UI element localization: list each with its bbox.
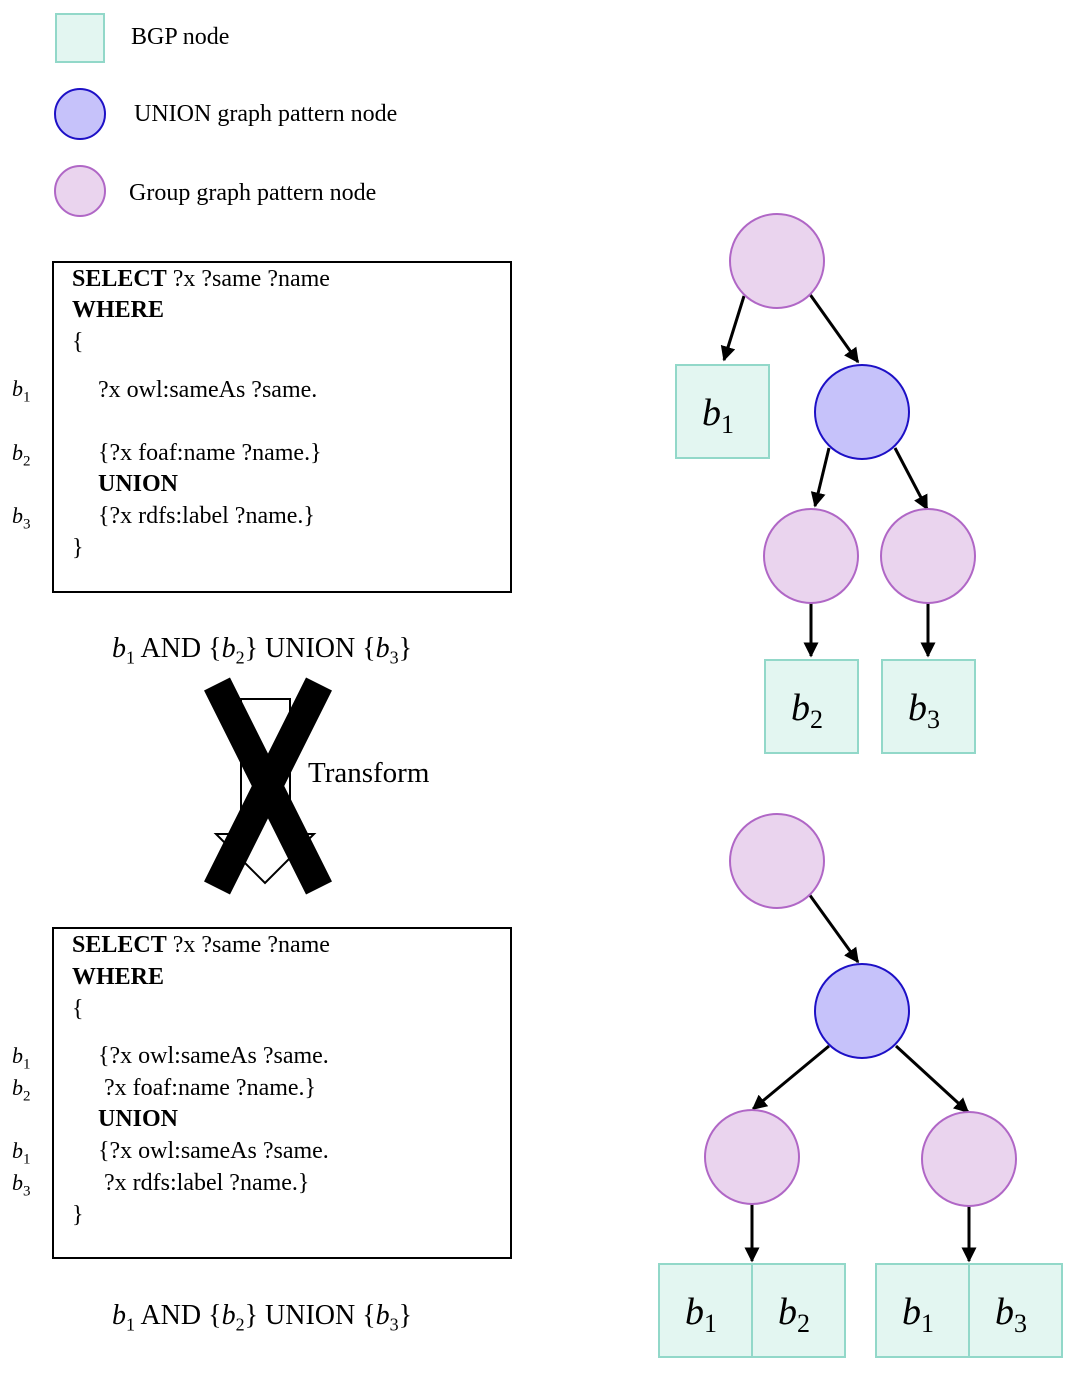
query2-select-line: SELECT ?x ?same ?name [72, 930, 330, 961]
tree2-bgp-b1-right-label: b1 [902, 1291, 934, 1338]
query2-where: WHERE [72, 964, 165, 990]
query1-line-b3: {?x rdfs:label ?name.} [98, 503, 315, 529]
select-keyword: SELECT [72, 932, 167, 958]
tree1-bgp-b3-label: b3 [908, 687, 940, 734]
tree2-edges [744, 893, 977, 1263]
query1-select-line: SELECT ?x ?same ?name [72, 264, 330, 295]
tree1-edge-union-g1 [810, 447, 831, 508]
query1-label-b3: b3 [12, 503, 31, 533]
tree1-bgp-b2-label: b2 [791, 687, 823, 734]
query2-line-2: ?x foaf:name ?name.} [98, 1075, 317, 1101]
tree1-group-node-right [880, 508, 976, 604]
select-vars: ?x ?same ?name [166, 932, 330, 958]
query2-union: UNION [98, 1106, 179, 1132]
query1-label-b2: b2 [12, 440, 31, 470]
tree1-edge-union-g2 [893, 447, 929, 511]
query2-open-brace: { [72, 996, 84, 1022]
tree1-group-node-left [763, 508, 859, 604]
query2-close-brace: } [72, 1202, 84, 1228]
legend-group-swatch [54, 165, 106, 217]
tree2-bgp-b1-left [658, 1263, 753, 1358]
legend-union-label: UNION graph pattern node [134, 101, 398, 127]
tree1-edge-root-b1 [720, 295, 746, 362]
tree1-edges [720, 292, 936, 658]
tree1-group-node-root [729, 213, 825, 309]
select-keyword: SELECT [72, 266, 167, 292]
query2-line-4: ?x rdfs:label ?name.} [98, 1170, 310, 1196]
query1-label-b1: b1 [12, 376, 31, 406]
tree2-edge-union-g1 [751, 1044, 830, 1111]
query-box-original [52, 261, 512, 593]
tree2-bgp-b1-right [875, 1263, 970, 1358]
tree2-group-node-left [704, 1109, 800, 1205]
query2-label-1: b1 [12, 1043, 31, 1073]
legend-union-swatch [54, 88, 106, 140]
formula-transformed: b1 AND {b2} UNION {b3} [112, 1300, 413, 1335]
tree2-bgp-b3 [968, 1263, 1063, 1358]
legend-bgp-label: BGP node [131, 24, 230, 50]
query2-line-1: {?x owl:sameAs ?same. [98, 1043, 329, 1069]
tree2-bgp-b2-label: b2 [778, 1291, 810, 1338]
query1-open-brace: { [72, 329, 84, 355]
legend-group-label: Group graph pattern node [129, 180, 377, 206]
cross-stroke-2 [204, 677, 332, 895]
tree2-edge-root-union [807, 893, 860, 964]
tree1-bgp-b3 [881, 659, 976, 754]
tree1-bgp-b2 [764, 659, 859, 754]
tree2-bgp-b3-label: b3 [995, 1291, 1027, 1338]
tree1-union-node [814, 364, 910, 460]
tree1-bgp-b1-label: b1 [702, 392, 734, 439]
query1-line-b1: ?x owl:sameAs ?same. [98, 377, 318, 403]
tree2-group-node-right [921, 1111, 1017, 1207]
query1-line-b2: {?x foaf:name ?name.} [98, 440, 322, 466]
select-vars: ?x ?same ?name [166, 266, 330, 292]
formula-original: b1 AND {b2} UNION {b3} [112, 633, 413, 668]
legend-bgp-swatch [55, 13, 105, 63]
tree1-bgp-b1 [675, 364, 770, 459]
query1-union: UNION [98, 471, 179, 497]
query1-close-brace: } [72, 535, 84, 561]
tree1-edge-root-union [807, 292, 860, 364]
transform-label: Transform [308, 757, 430, 789]
crossed-transform-arrow [204, 677, 332, 895]
tree2-group-node-root [729, 813, 825, 909]
tree2-union-node [814, 963, 910, 1059]
query1-where: WHERE [72, 297, 165, 323]
tree2-bgp-b2 [751, 1263, 846, 1358]
query-box-transformed [52, 927, 512, 1259]
tree2-bgp-b1-left-label: b1 [685, 1291, 717, 1338]
query2-label-3: b1 [12, 1138, 31, 1168]
query2-label-4: b3 [12, 1170, 31, 1200]
query2-label-2: b2 [12, 1075, 31, 1105]
tree2-edge-union-g2 [894, 1044, 970, 1114]
query2-line-3: {?x owl:sameAs ?same. [98, 1138, 329, 1164]
